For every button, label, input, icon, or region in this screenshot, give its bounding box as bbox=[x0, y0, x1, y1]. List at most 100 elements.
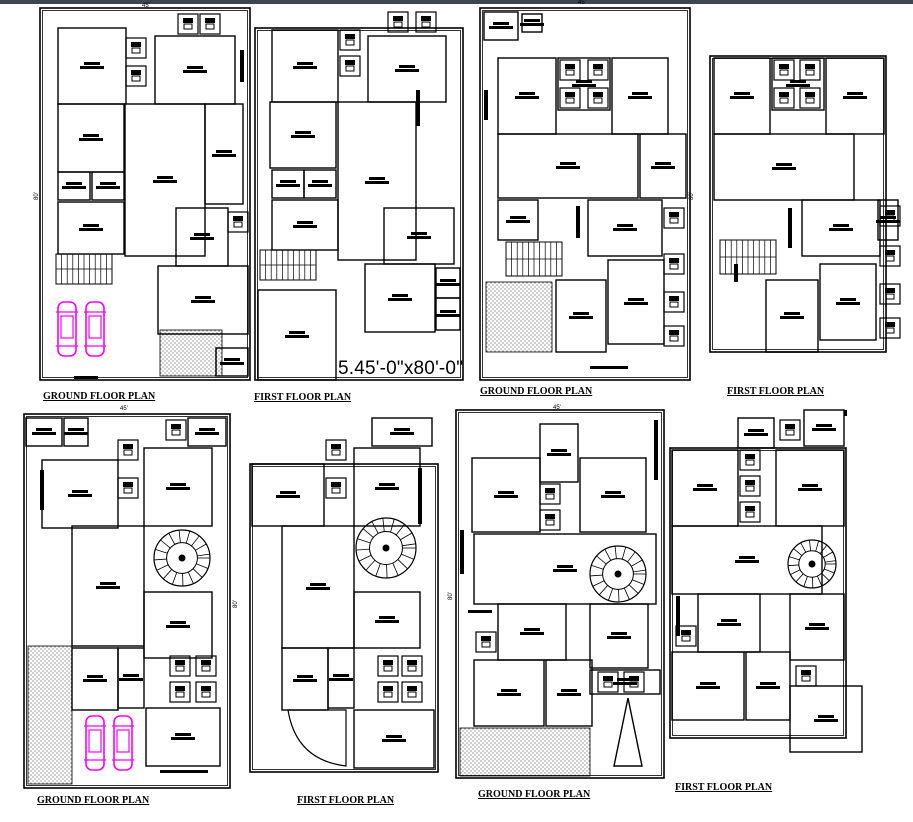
spiral-tread bbox=[623, 587, 630, 600]
toilet-room bbox=[799, 87, 821, 109]
toilet-fixture bbox=[345, 65, 355, 72]
toilet-room bbox=[739, 449, 761, 471]
toilet-room bbox=[799, 59, 821, 81]
room-label-mark bbox=[697, 484, 713, 487]
room bbox=[555, 279, 607, 353]
car-outline bbox=[57, 301, 77, 357]
room bbox=[57, 171, 91, 201]
room-label-mark bbox=[628, 298, 644, 301]
room-label-mark bbox=[880, 216, 896, 219]
room-label-mark bbox=[295, 131, 311, 134]
room-label-mark bbox=[297, 675, 313, 678]
toilet-fixture bbox=[565, 69, 575, 76]
room-label-mark bbox=[195, 432, 219, 435]
spiral-tread bbox=[627, 551, 636, 563]
room-label-mark bbox=[569, 316, 593, 319]
toilet-fixture bbox=[745, 454, 755, 459]
plan-caption-first-4: FIRST FLOOR PLAN bbox=[675, 782, 773, 793]
room-label-mark bbox=[68, 428, 84, 431]
room-label-mark bbox=[375, 487, 399, 490]
car-outline bbox=[85, 715, 105, 771]
toilet-fixture bbox=[745, 459, 755, 466]
room-label-mark bbox=[407, 236, 431, 239]
toilet-room bbox=[195, 681, 217, 703]
spiral-stair-core bbox=[178, 554, 186, 562]
room-label-mark bbox=[333, 674, 349, 677]
room-label-mark bbox=[498, 491, 514, 494]
toilet-fixture bbox=[801, 670, 811, 675]
toilet-fixture bbox=[629, 676, 639, 681]
room-label-mark bbox=[560, 162, 576, 165]
spiral-tread bbox=[632, 579, 645, 585]
toilet-fixture bbox=[175, 686, 185, 691]
toilet-room bbox=[377, 681, 399, 703]
toilet-fixture bbox=[885, 327, 895, 334]
landscape-hatch bbox=[485, 281, 553, 353]
toilet-fixture bbox=[785, 424, 795, 429]
room-label-mark bbox=[520, 632, 544, 635]
room-label-mark bbox=[576, 80, 592, 83]
car-outline bbox=[85, 301, 105, 357]
room-label-mark bbox=[224, 358, 240, 361]
room-label-mark bbox=[573, 312, 589, 315]
toilet-fixture bbox=[785, 429, 795, 436]
toilet-room bbox=[377, 655, 399, 677]
toilet-room bbox=[879, 245, 901, 267]
wall-outline bbox=[455, 409, 665, 779]
spiral-tread bbox=[825, 560, 836, 563]
toilet-room bbox=[773, 87, 795, 109]
width-dimension: 45' bbox=[578, 0, 586, 6]
toilet-fixture bbox=[407, 660, 417, 665]
plan-caption-first-2: FIRST FLOOR PLAN bbox=[727, 386, 825, 397]
room-label-mark bbox=[776, 163, 792, 166]
room-label-mark bbox=[365, 181, 389, 184]
plan-caption-ground-1: GROUND FLOOR PLAN bbox=[43, 391, 156, 402]
toilet-fixture bbox=[175, 660, 185, 665]
spiral-tread bbox=[382, 518, 385, 532]
toilet-room bbox=[227, 211, 249, 233]
room-label-mark bbox=[276, 495, 300, 498]
landscape-hatch bbox=[27, 645, 73, 785]
toilet-fixture bbox=[345, 34, 355, 39]
window-mark bbox=[416, 90, 420, 126]
toilet-fixture bbox=[805, 64, 815, 69]
toilet-fixture bbox=[345, 39, 355, 46]
toilet-room bbox=[795, 665, 817, 687]
room bbox=[819, 263, 877, 341]
room bbox=[145, 707, 221, 767]
window-mark bbox=[468, 610, 492, 613]
room-label-mark bbox=[79, 228, 103, 231]
room-label-mark bbox=[369, 177, 385, 180]
toilet-fixture bbox=[481, 641, 491, 648]
room bbox=[25, 417, 63, 447]
plan-caption-ground-3: GROUND FLOOR PLAN bbox=[37, 795, 150, 806]
room-label-mark bbox=[170, 621, 186, 624]
window-mark bbox=[74, 376, 98, 379]
room-label-mark bbox=[756, 686, 780, 689]
room bbox=[71, 525, 145, 647]
spiral-tread bbox=[195, 543, 207, 551]
toilet-fixture bbox=[205, 23, 215, 30]
toilet-room bbox=[663, 325, 685, 347]
toilet-fixture bbox=[779, 64, 789, 69]
spiral-tread bbox=[402, 543, 416, 547]
room bbox=[327, 647, 355, 709]
toilet-room bbox=[117, 477, 139, 499]
spiral-tread bbox=[604, 549, 612, 561]
room-label-mark bbox=[166, 625, 190, 628]
toilet-fixture bbox=[669, 212, 679, 217]
spiral-tread bbox=[788, 564, 799, 567]
room-label-mark bbox=[440, 310, 456, 313]
room-label-mark bbox=[739, 556, 755, 559]
wall-inner bbox=[712, 58, 884, 350]
toilet-fixture bbox=[481, 636, 491, 641]
room-label-mark bbox=[100, 582, 116, 585]
room-label-mark bbox=[551, 449, 567, 452]
spiral-tread bbox=[789, 556, 800, 561]
spiral-tread bbox=[191, 535, 200, 547]
room-label-mark bbox=[700, 682, 716, 685]
toilet-fixture bbox=[745, 511, 755, 518]
toilet-room bbox=[879, 205, 901, 227]
room bbox=[825, 57, 885, 135]
room-label-mark bbox=[291, 135, 315, 138]
